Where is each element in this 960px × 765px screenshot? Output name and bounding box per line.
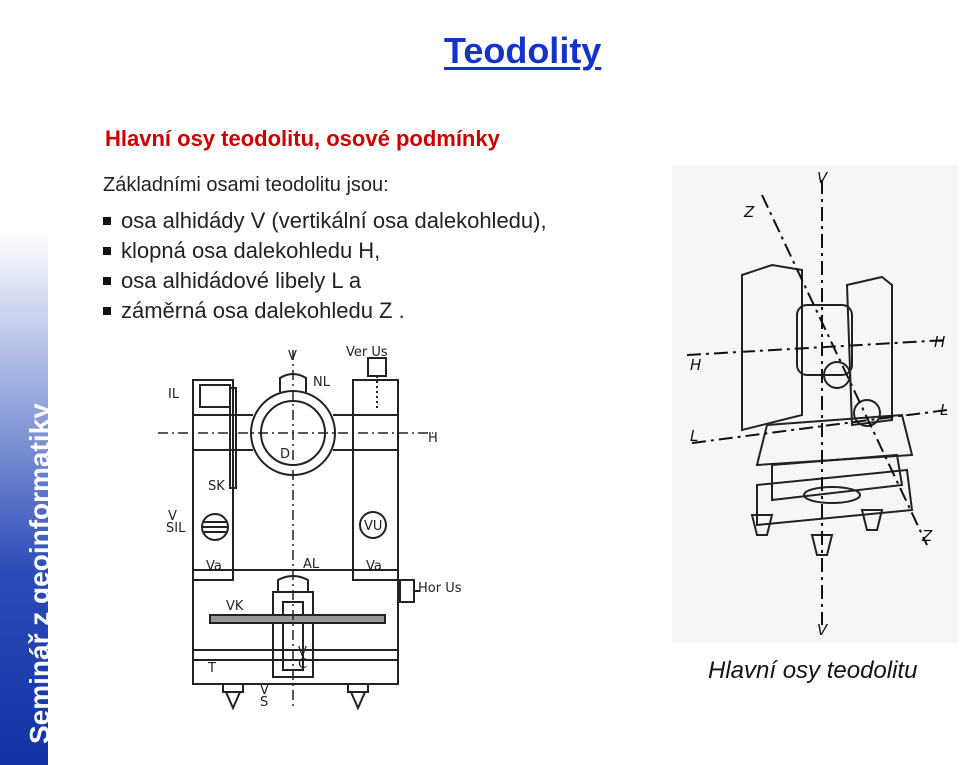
axis-label-v-bottom: V — [817, 621, 829, 639]
bullet-text: klopná osa dalekohledu H, — [121, 238, 381, 263]
bullet-item: osa alhidádové libely L a — [103, 266, 547, 296]
slide-title: Teodolity — [444, 30, 602, 71]
bullet-item: klopná osa dalekohledu H, — [103, 236, 547, 266]
axis-label-h-left: H — [690, 356, 701, 374]
lower-frame — [192, 569, 399, 661]
label-sk: SK — [208, 479, 225, 494]
theodolite-axes-drawing: V Z H H L L Z V — [672, 165, 958, 643]
bullet-item: záměrná osa dalekohledu Z . — [103, 296, 547, 326]
theodolite-schematic: V Ver Us NL IL H D SK V SIL VU Va AL Va … — [158, 345, 462, 711]
axis-label-l-left: L — [690, 427, 698, 445]
label-al: AL — [303, 557, 320, 572]
label-il: IL — [168, 387, 180, 402]
axis-label-z-top: Z — [743, 203, 755, 221]
label-c: C — [298, 657, 307, 672]
label-d: D — [280, 447, 290, 462]
label-t: T — [207, 661, 216, 676]
axis-h — [686, 339, 948, 356]
bullet-square-icon — [103, 247, 111, 255]
bullet-text: záměrná osa dalekohledu Z . — [121, 298, 405, 323]
label-vu: VU — [364, 519, 382, 534]
figure-caption: Hlavní osy teodolitu — [708, 657, 918, 684]
label-vk: VK — [226, 599, 244, 614]
bullet-square-icon — [103, 277, 111, 285]
bullet-square-icon — [103, 307, 111, 315]
axis-z — [761, 194, 928, 546]
bullet-list: osa alhidády V (vertikální osa dalekohle… — [103, 206, 547, 326]
left-column — [192, 379, 234, 581]
label-s: S — [260, 695, 268, 710]
axis-l — [691, 409, 948, 444]
tribrach — [756, 468, 914, 527]
bullet-text: osa alhidády V (vertikální osa dalekohle… — [121, 208, 547, 233]
right-standard — [845, 275, 893, 427]
left-standard — [741, 263, 803, 432]
axis-label-v-top: V — [817, 169, 829, 187]
label-ver-us: Ver Us — [346, 345, 388, 360]
bullet-item: osa alhidády V (vertikální osa dalekohle… — [103, 206, 547, 236]
label-sil-v: V — [168, 509, 177, 524]
bullet-square-icon — [103, 217, 111, 225]
label-va-left: Va — [206, 559, 222, 574]
sidebar: Seminář z geoinformatiky — [0, 0, 55, 765]
label-c-v: V — [298, 645, 307, 660]
axis-label-h-right: H — [934, 333, 945, 351]
bullet-text: osa alhidádové libely L a — [121, 268, 362, 293]
intro-text: Základními osami teodolitu jsou: — [103, 174, 389, 196]
label-v-top: V — [288, 349, 297, 364]
label-nl: NL — [313, 375, 331, 390]
sidebar-title: Seminář z geoinformatiky — [24, 403, 55, 744]
slide-subtitle: Hlavní osy teodolitu, osové podmínky — [105, 126, 500, 151]
label-s-v: V — [260, 683, 269, 698]
base-plate — [192, 649, 399, 685]
right-column — [352, 379, 399, 581]
label-va-right: Va — [366, 559, 382, 574]
alidade-plate — [755, 413, 914, 467]
label-h: H — [428, 431, 438, 446]
axis-label-l-right: L — [940, 401, 948, 419]
axis-label-z-bottom: Z — [921, 527, 933, 545]
label-sil: SIL — [166, 521, 186, 536]
label-hor-us: Hor Us — [418, 581, 462, 596]
